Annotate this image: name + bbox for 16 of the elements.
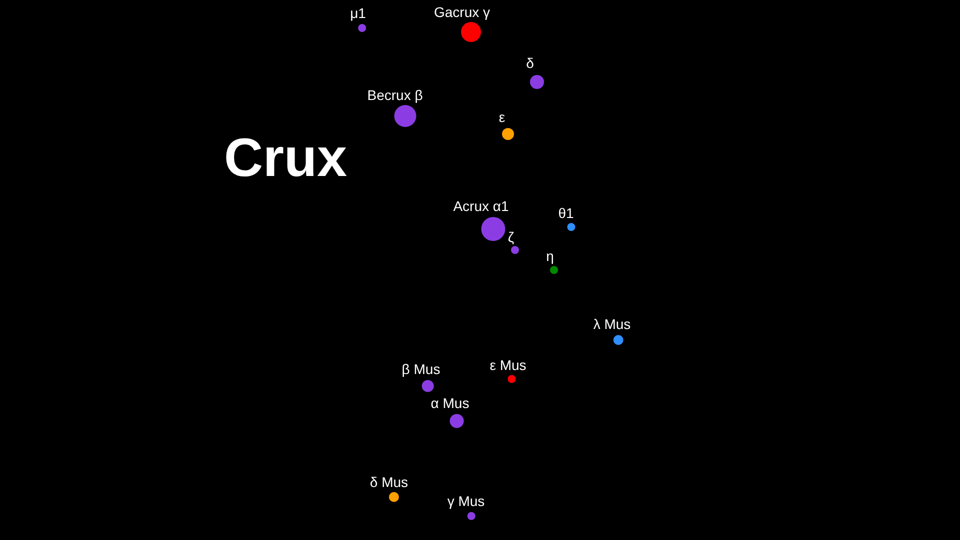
star-label: λ Mus (593, 315, 631, 333)
star-label: Acrux α1 (453, 197, 509, 215)
star-label: ζ (508, 228, 514, 246)
star-label: β Mus (402, 360, 440, 378)
star-label: μ1 (350, 4, 366, 22)
star-label: Gacrux γ (434, 3, 490, 21)
star-label: α Mus (430, 394, 470, 412)
star-label: η (546, 247, 554, 265)
star-label: δ (526, 54, 534, 72)
star-label: θ1 (558, 204, 574, 222)
star-label: ε Mus (490, 356, 526, 374)
star-label: δ Mus (370, 473, 408, 491)
star-label: ε (498, 108, 506, 126)
star-label: Becrux β (367, 86, 423, 104)
title: Crux (224, 128, 348, 188)
star-label: γ Mus (447, 492, 485, 510)
